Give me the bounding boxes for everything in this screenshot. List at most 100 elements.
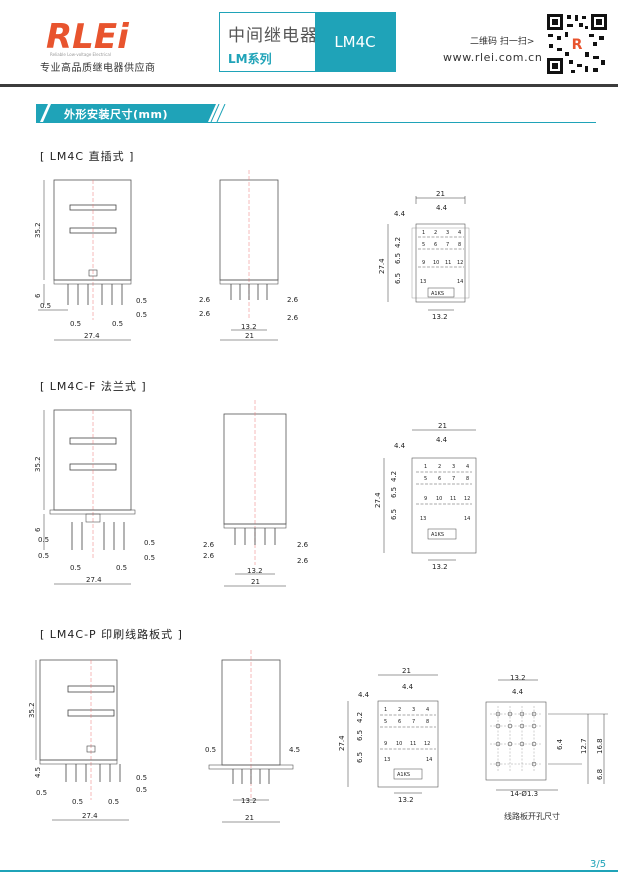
f-dim-side-l1: 2.6	[203, 541, 215, 549]
section-underline	[36, 122, 596, 123]
lm4c-f-side-view: 2.6 2.6 2.6 2.6 13.2 21	[203, 400, 309, 587]
pin-6: 6	[434, 242, 437, 248]
f-pin-5: 5	[424, 476, 427, 482]
p-dim-half-r2: 0.5	[136, 786, 147, 794]
dim-height-socket: 27.4	[378, 258, 386, 274]
pcb-hole-layout: 13.2 4.4 6.4 12.7 16.8 6.8 14-Ø1.3	[485, 674, 608, 798]
pcb-dim-a: 6.4	[556, 738, 564, 750]
dim-depth-top: 21	[436, 190, 445, 198]
f-socket-label: A1KS	[431, 532, 444, 538]
section-title: 外形安装尺寸(mm)	[64, 108, 168, 121]
p-dim-pin: 4.5	[34, 767, 42, 778]
variant-title-lm4c: [ LM4C 直插式 ]	[40, 150, 135, 163]
dim-pitch-left: 4.4	[394, 210, 406, 218]
p-pin-5: 5	[384, 719, 387, 725]
dim-depth: 21	[245, 332, 254, 340]
f-sock-height: 27.4	[374, 492, 382, 508]
dim-half-left: 0.5	[40, 302, 51, 310]
dim-row3: 6.5	[394, 273, 402, 284]
f-sock-depth: 21	[438, 422, 447, 430]
p-sock-depth: 21	[402, 667, 411, 675]
dim-row1: 4.2	[394, 237, 402, 248]
f-sock-pitch-t: 4.4	[436, 436, 448, 444]
f-pin-13: 13	[420, 516, 426, 522]
p-pin-14: 14	[426, 757, 432, 763]
p-dim-half-b1: 0.5	[72, 798, 83, 806]
pin-4: 4	[458, 230, 461, 236]
qr-code-icon[interactable]: R	[545, 12, 609, 76]
p-sock-height: 27.4	[338, 735, 346, 751]
p-pin-7: 7	[412, 719, 415, 725]
rlei-logo: RLEi Reliable Low-voltage Electrical	[46, 18, 130, 57]
p-dim-half-b2: 0.5	[108, 798, 119, 806]
qr-prompt: 二维码 扫一扫>	[470, 37, 535, 47]
header-divider	[0, 84, 618, 87]
variant-title-lm4c-p: [ LM4C-P 印刷线路板式 ]	[40, 628, 183, 641]
p-dim-flange-l: 0.5	[205, 746, 216, 754]
p-pin-9: 9	[384, 741, 387, 747]
f-pin-10: 10	[436, 496, 442, 502]
f-pin-7: 7	[452, 476, 455, 482]
variant-title-lm4c-f: [ LM4C-F 法兰式 ]	[40, 380, 147, 393]
p-pin-1: 1	[384, 707, 387, 713]
pin-14: 14	[457, 279, 463, 285]
dim-pitch-top: 4.4	[436, 204, 448, 212]
pcb-dim-mid: 13.2	[510, 674, 526, 682]
p-sock-row3: 6.5	[356, 752, 364, 763]
dim-side-right-2: 2.6	[287, 314, 299, 322]
p-sock-row2: 6.5	[356, 730, 364, 741]
dim-height: 35.2	[34, 222, 42, 238]
dim-half-right-1: 0.5	[136, 297, 147, 305]
f-sock-mid: 13.2	[432, 563, 448, 571]
f-pin-6: 6	[438, 476, 441, 482]
product-name: 中间继电器	[228, 26, 318, 46]
dim-side-right-1: 2.6	[287, 296, 299, 304]
f-pin-1: 1	[424, 464, 427, 470]
series-label: LM系列	[228, 52, 272, 66]
p-pin-4: 4	[426, 707, 429, 713]
p-dim-half-r1: 0.5	[136, 774, 147, 782]
footer-divider	[0, 870, 618, 872]
pcb-dim-b: 12.7	[580, 738, 588, 754]
website-url[interactable]: www.rlei.com.cn	[443, 51, 543, 64]
p-sock-row1: 4.2	[356, 712, 364, 723]
pin-1: 1	[422, 230, 425, 236]
lm4c-front-view: 35.2 6 0.5 0.5 0.5 0.5 0.5 27.4	[34, 179, 147, 341]
product-header-box: 中间继电器 LM系列 LM4C	[219, 12, 396, 72]
pin-8: 8	[458, 242, 461, 248]
f-pin-3: 3	[452, 464, 455, 470]
f-pin-9: 9	[424, 496, 427, 502]
p-dim-mid: 13.2	[241, 797, 257, 805]
f-dim-half-r2: 0.5	[144, 554, 155, 562]
f-dim-width: 27.4	[86, 576, 102, 584]
dim-pin-length: 6	[34, 293, 42, 298]
p-pin-13: 13	[384, 757, 390, 763]
dim-half-right-2: 0.5	[136, 311, 147, 319]
pin-7: 7	[446, 242, 449, 248]
f-pin-8: 8	[466, 476, 469, 482]
lm4c-p-side-view: 0.5 4.5 13.2 21	[205, 650, 300, 823]
f-dim-side-l2: 2.6	[203, 552, 215, 560]
f-dim-pin: 6	[34, 527, 42, 532]
f-pin-14: 14	[464, 516, 470, 522]
pin-5: 5	[422, 242, 425, 248]
model-badge: LM4C	[315, 13, 395, 71]
p-socket-label: A1KS	[397, 772, 410, 778]
p-dim-depth: 21	[245, 814, 254, 822]
dim-row2: 6.5	[394, 253, 402, 264]
pin-12: 12	[457, 260, 463, 266]
logo-tagline: Reliable Low-voltage Electrical	[50, 52, 111, 57]
f-sock-pitch-l: 4.4	[394, 442, 406, 450]
p-sock-pitch-t: 4.4	[402, 683, 414, 691]
pcb-caption: 线路板开孔尺寸	[504, 812, 560, 821]
dim-side-left-1: 2.6	[199, 296, 211, 304]
p-sock-pitch-l: 4.4	[358, 691, 370, 699]
f-dim-half-b2: 0.5	[116, 564, 127, 572]
p-sock-mid: 13.2	[398, 796, 414, 804]
pin-10: 10	[433, 260, 439, 266]
p-pin-6: 6	[398, 719, 401, 725]
pcb-dim-c: 16.8	[596, 738, 604, 754]
lm4c-f-front-view: 35.2 6 0.5 0.5 0.5 0.5 0.5 0.5 27.4	[34, 409, 155, 585]
section-banner	[36, 104, 226, 122]
